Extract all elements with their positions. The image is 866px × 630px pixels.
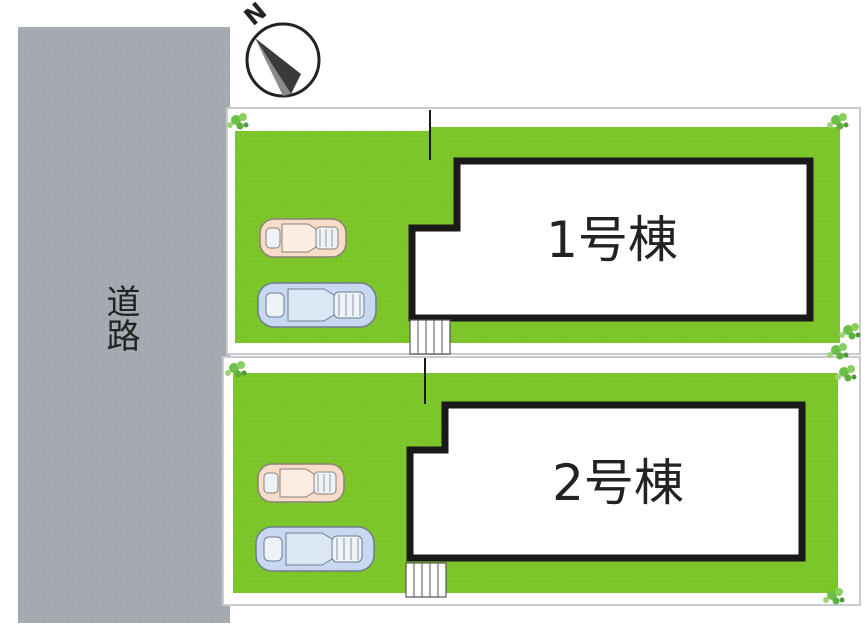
car-icon — [255, 526, 375, 572]
house-1 — [408, 157, 814, 322]
house-1-label: 1号棟 — [546, 211, 678, 269]
car-icon — [257, 282, 377, 328]
stairs-icon — [405, 562, 447, 598]
lot-2: 2号棟 — [222, 343, 861, 606]
road-label: 道路 — [100, 284, 140, 352]
compass-icon: N — [239, 0, 321, 98]
house-2 — [406, 401, 806, 562]
stairs-icon — [409, 319, 451, 355]
road — [18, 27, 230, 623]
lot-1: 1号棟 — [226, 107, 861, 355]
car-icon — [257, 463, 345, 503]
car-icon — [259, 218, 347, 258]
house-2-label: 2号棟 — [552, 454, 684, 512]
